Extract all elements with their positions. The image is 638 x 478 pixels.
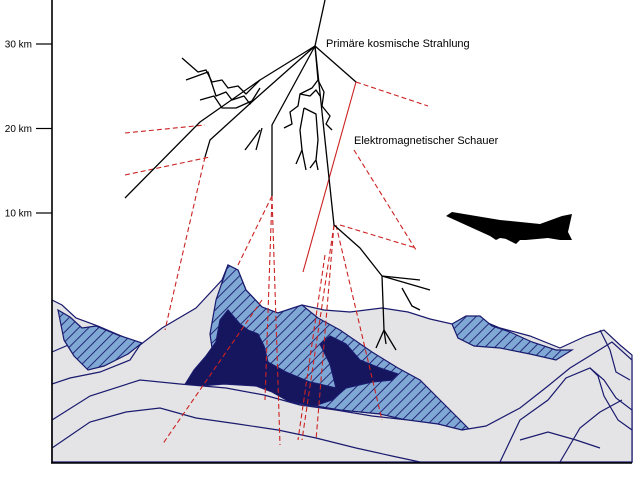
mountain-range — [51, 264, 633, 463]
altitude-ticks: 30 km 20 km 10 km — [5, 40, 52, 220]
cascade-branch — [299, 89, 321, 97]
cascade-branch — [314, 45, 357, 83]
cascade-branch — [317, 79, 333, 131]
em-track — [301, 224, 335, 441]
em-track — [124, 156, 211, 176]
primary-ray — [314, 0, 326, 47]
cascade-branch — [301, 149, 307, 171]
cascade-branch — [283, 79, 319, 129]
cascade-branch — [381, 275, 421, 281]
cascade-branch — [314, 45, 387, 345]
altitude-tick-label: 30 km — [5, 40, 32, 51]
cascade-branch — [181, 57, 261, 95]
altitude-tick-label: 10 km — [5, 209, 32, 220]
cascade-branch — [383, 329, 397, 351]
axes — [51, 0, 632, 464]
em-track — [297, 254, 326, 441]
ridge-line-right-1 — [559, 399, 623, 463]
em-track — [271, 195, 281, 446]
em-track — [315, 224, 335, 441]
snow-left-peak — [57, 308, 144, 371]
em-track — [353, 149, 417, 251]
cascade-branch — [124, 45, 316, 199]
primary-ray-label: Primäre kosmische Strahlung — [326, 38, 470, 50]
cascade-branch — [303, 107, 319, 169]
em-track — [124, 124, 206, 134]
em-track — [161, 299, 263, 446]
ridge-line-right-3 — [519, 431, 601, 449]
cascade-branch — [255, 127, 263, 151]
cascade-branch — [375, 329, 385, 349]
altitude-tick-label: 20 km — [5, 124, 32, 135]
foreground-left-slope — [51, 407, 421, 463]
em-track — [264, 195, 273, 401]
cascade-branch — [244, 129, 261, 151]
airplane-icon — [446, 212, 572, 244]
cascade-branch — [381, 275, 431, 291]
cascade-branch — [295, 107, 305, 165]
ridge-line-right-4 — [599, 329, 631, 381]
snow-right-peak — [451, 315, 575, 361]
em-track — [237, 195, 273, 266]
cascade-branch — [271, 45, 316, 196]
hadronic-cascade — [124, 0, 431, 351]
em-track — [164, 156, 206, 331]
cascade-branch — [204, 45, 316, 158]
cascade-branch — [199, 95, 255, 109]
em-shower-label: Elektromagnetischer Schauer — [354, 135, 499, 147]
em-track — [355, 81, 429, 107]
foreground-peak-right — [499, 367, 633, 463]
cascade-branch — [315, 159, 319, 171]
em-track — [339, 224, 417, 249]
ridge-line-right-2 — [589, 367, 633, 431]
cascade-branch — [401, 287, 421, 311]
em-track — [335, 224, 383, 421]
